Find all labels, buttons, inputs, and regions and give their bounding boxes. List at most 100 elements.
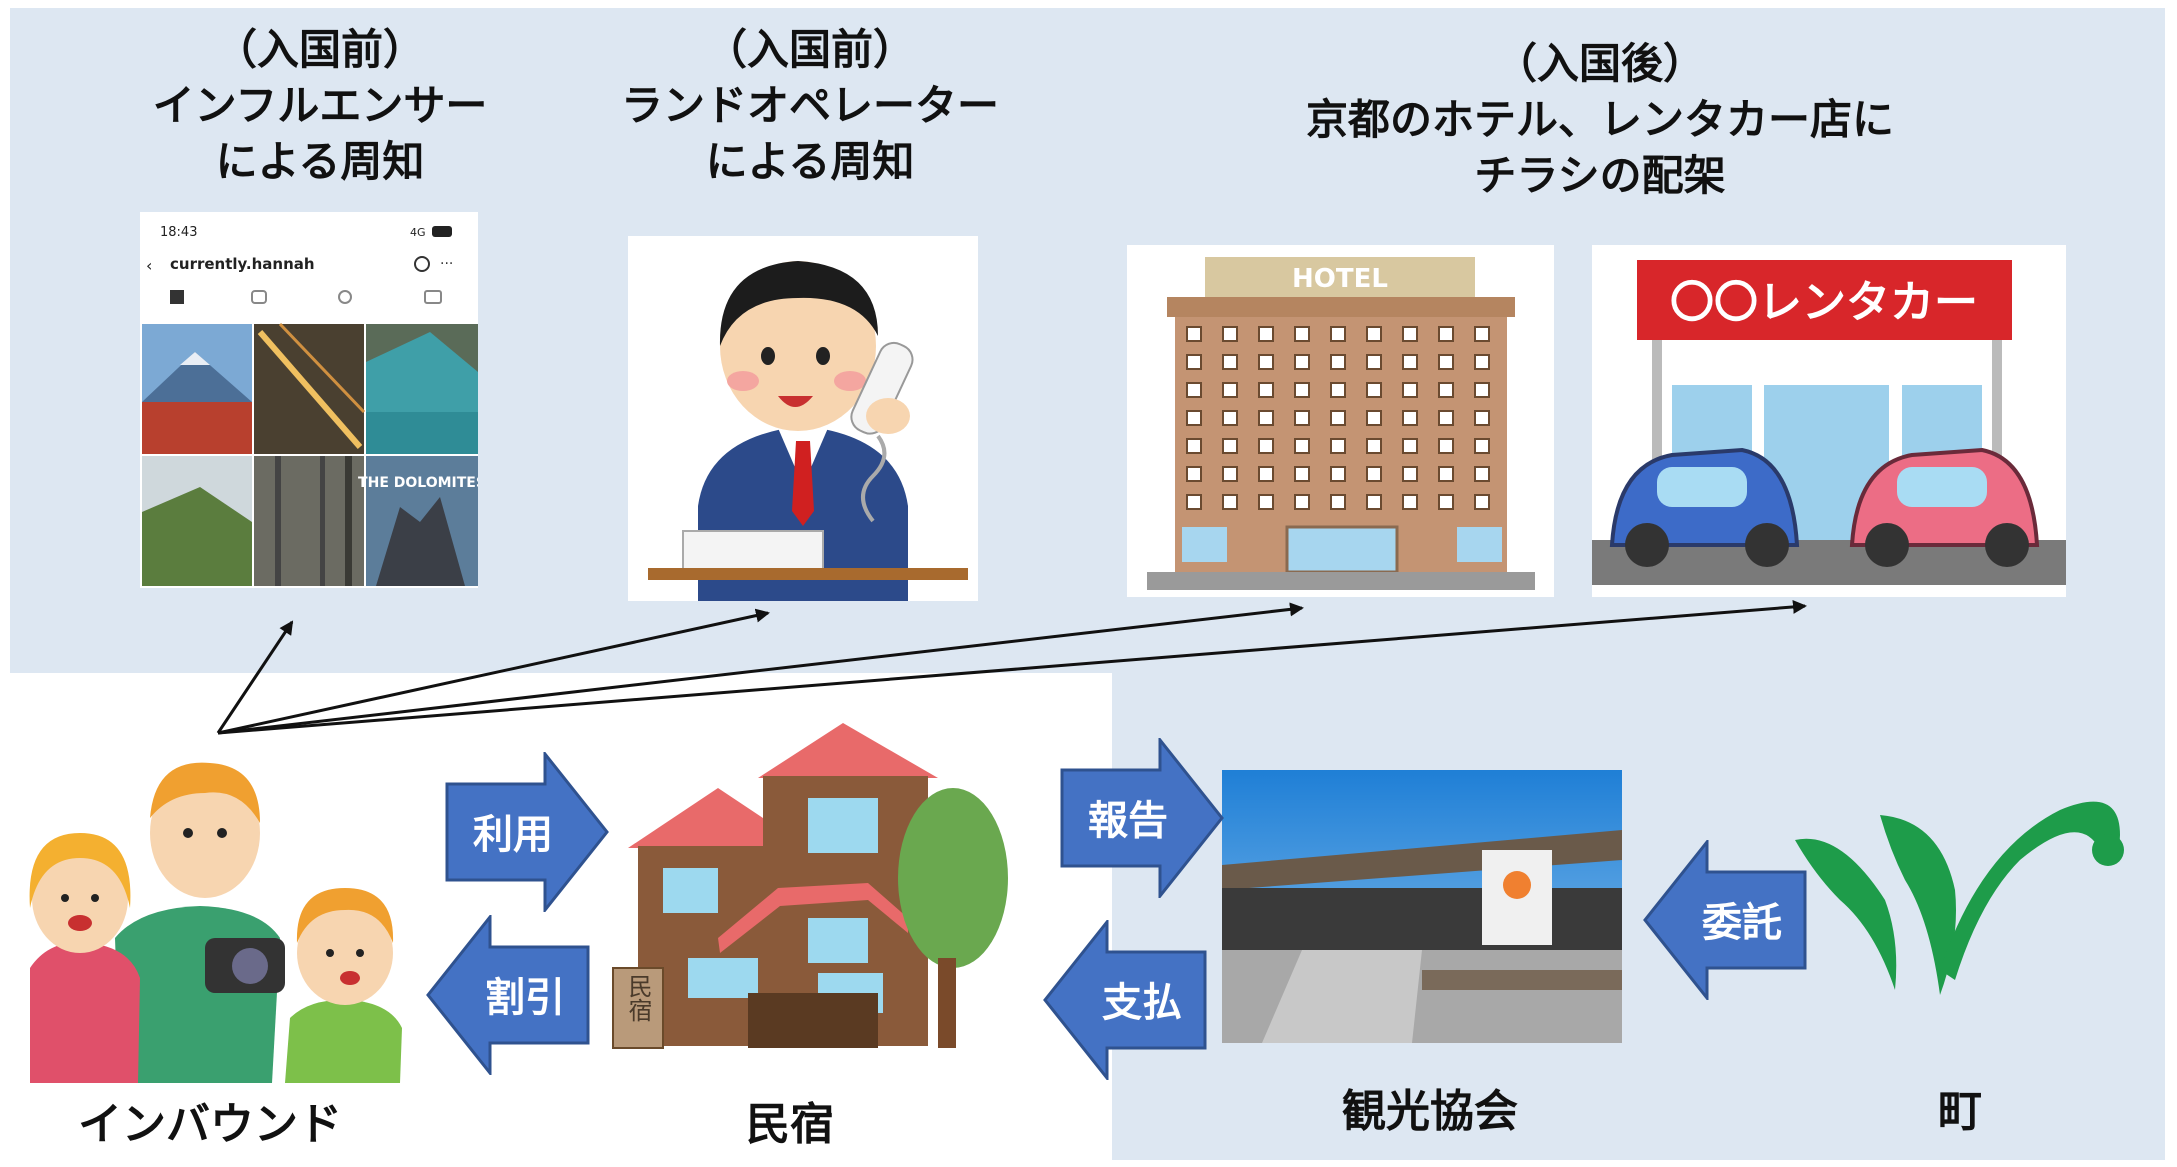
- discount-arrow-label: 割引: [485, 975, 565, 1021]
- minshuku-illustration: 民宿: [608, 718, 1018, 1053]
- label-town: 町: [1938, 1086, 1982, 1137]
- hotel-window: [1438, 410, 1454, 426]
- hotel-window: [1402, 382, 1418, 398]
- hotel-window: [1330, 382, 1346, 398]
- hotel-window: [1294, 438, 1310, 454]
- hotel-window: [1258, 326, 1274, 342]
- heading-operator-line2: ランドオペレーター: [620, 81, 999, 130]
- hotel-window: [1438, 354, 1454, 370]
- hotel-window: [1366, 410, 1382, 426]
- instagram-screenshot: 18:43 4G ‹ currently.hannah ···: [140, 212, 478, 588]
- hotel-window: [1330, 494, 1346, 510]
- hotel-window: [1438, 466, 1454, 482]
- hotel-window: [1474, 466, 1490, 482]
- hotel-window: [1402, 438, 1418, 454]
- hotel-window: [1366, 382, 1382, 398]
- photo-tile-hills: [142, 456, 252, 586]
- phone-signal: 4G: [410, 226, 426, 239]
- tagged-tab-icon: [424, 290, 442, 304]
- inbound-family-illustration: [10, 738, 422, 1083]
- hotel-window: [1294, 494, 1310, 510]
- arrow-to-influencer: [216, 620, 294, 734]
- hotel-window: [1222, 438, 1238, 454]
- arrow-to-operator: [217, 608, 770, 735]
- heading-after-line3: チラシの配架: [1474, 151, 1726, 200]
- hotel-window: [1186, 466, 1202, 482]
- use-arrow: 利用: [445, 752, 609, 912]
- hotel-window: [1366, 494, 1382, 510]
- hotel-window: [1294, 410, 1310, 426]
- heading-after-line2: 京都のホテル、レンタカー店に: [1305, 95, 1894, 144]
- photo-tile-dolomites: THE DOLOMITES: [358, 456, 478, 586]
- discount-arrow: 割引: [426, 915, 590, 1075]
- hotel-window: [1330, 326, 1346, 342]
- land-operator-illustration: [628, 236, 978, 601]
- hotel-window: [1258, 494, 1274, 510]
- heading-influencer-line1: （入国前）: [214, 25, 425, 74]
- pay-arrow: 支払: [1043, 920, 1207, 1080]
- hotel-window: [1438, 382, 1454, 398]
- use-arrow-label: 利用: [473, 812, 553, 858]
- heading-operator: （入国前） ランドオペレーター による周知: [580, 22, 1040, 190]
- pink-car: [1849, 447, 2040, 567]
- hotel-window: [1330, 410, 1346, 426]
- pay-arrow-label: 支払: [1102, 980, 1182, 1026]
- hotel-window: [1474, 382, 1490, 398]
- heading-after-entry: （入国後） 京都のホテル、レンタカー店に チラシの配架: [1230, 36, 1970, 204]
- hotel-window: [1474, 494, 1490, 510]
- label-tourism-association: 観光協会: [1342, 1086, 1518, 1137]
- hotel-window: [1366, 326, 1382, 342]
- town-emblem: [1790, 780, 2130, 1005]
- reels-tab-icon: [251, 290, 267, 304]
- hotel-window: [1222, 494, 1238, 510]
- hotel-window: [1222, 354, 1238, 370]
- hotel-window: [1222, 466, 1238, 482]
- hotel-window: [1222, 326, 1238, 342]
- hotel-windows: [1186, 326, 1490, 510]
- heading-after-line1: （入国後）: [1494, 39, 1705, 88]
- hotel-window: [1474, 438, 1490, 454]
- hotel-window: [1186, 382, 1202, 398]
- hotel-window: [1438, 326, 1454, 342]
- hotel-window: [1438, 494, 1454, 510]
- hotel-window: [1258, 438, 1274, 454]
- hotel-window: [1186, 494, 1202, 510]
- more-icon: ···: [440, 256, 453, 272]
- hotel-window: [1186, 410, 1202, 426]
- repost-tab-icon: [338, 290, 352, 304]
- hotel-window: [1366, 354, 1382, 370]
- rental-car-illustration: 〇〇レンタカー: [1592, 245, 2066, 597]
- phone-username: currently.hannah: [170, 255, 315, 273]
- hotel-window: [1474, 326, 1490, 342]
- entrust-arrow: 委託: [1643, 840, 1807, 1000]
- hotel-window: [1294, 354, 1310, 370]
- heading-operator-line3: による周知: [705, 137, 915, 186]
- grid-tabs-row: [170, 290, 442, 304]
- tourism-association-photo: [1222, 770, 1622, 1043]
- phone-time: 18:43: [160, 225, 197, 240]
- photo-tile-sea: [366, 324, 478, 454]
- arrow-to-hotel: [217, 602, 1304, 735]
- hotel-window: [1366, 466, 1382, 482]
- hotel-window: [1258, 382, 1274, 398]
- hotel-window: [1366, 438, 1382, 454]
- hotel-window: [1438, 438, 1454, 454]
- hotel-window: [1258, 466, 1274, 482]
- hotel-window: [1402, 466, 1418, 482]
- hotel-window: [1294, 326, 1310, 342]
- label-minshuku: 民宿: [746, 1099, 834, 1150]
- heading-influencer-line2: インフルエンサー: [152, 81, 488, 130]
- hotel-window: [1330, 354, 1346, 370]
- hotel-window: [1258, 410, 1274, 426]
- hotel-sign: HOTEL: [1292, 264, 1388, 294]
- hotel-window: [1474, 354, 1490, 370]
- hotel-window: [1330, 438, 1346, 454]
- photo-tile-forest: [254, 456, 364, 586]
- hotel-window: [1186, 326, 1202, 342]
- hotel-window: [1402, 494, 1418, 510]
- hotel-window: [1402, 410, 1418, 426]
- minshuku-sign: 民宿: [624, 974, 652, 1022]
- entrust-arrow-label: 委託: [1702, 900, 1782, 946]
- hotel-window: [1186, 354, 1202, 370]
